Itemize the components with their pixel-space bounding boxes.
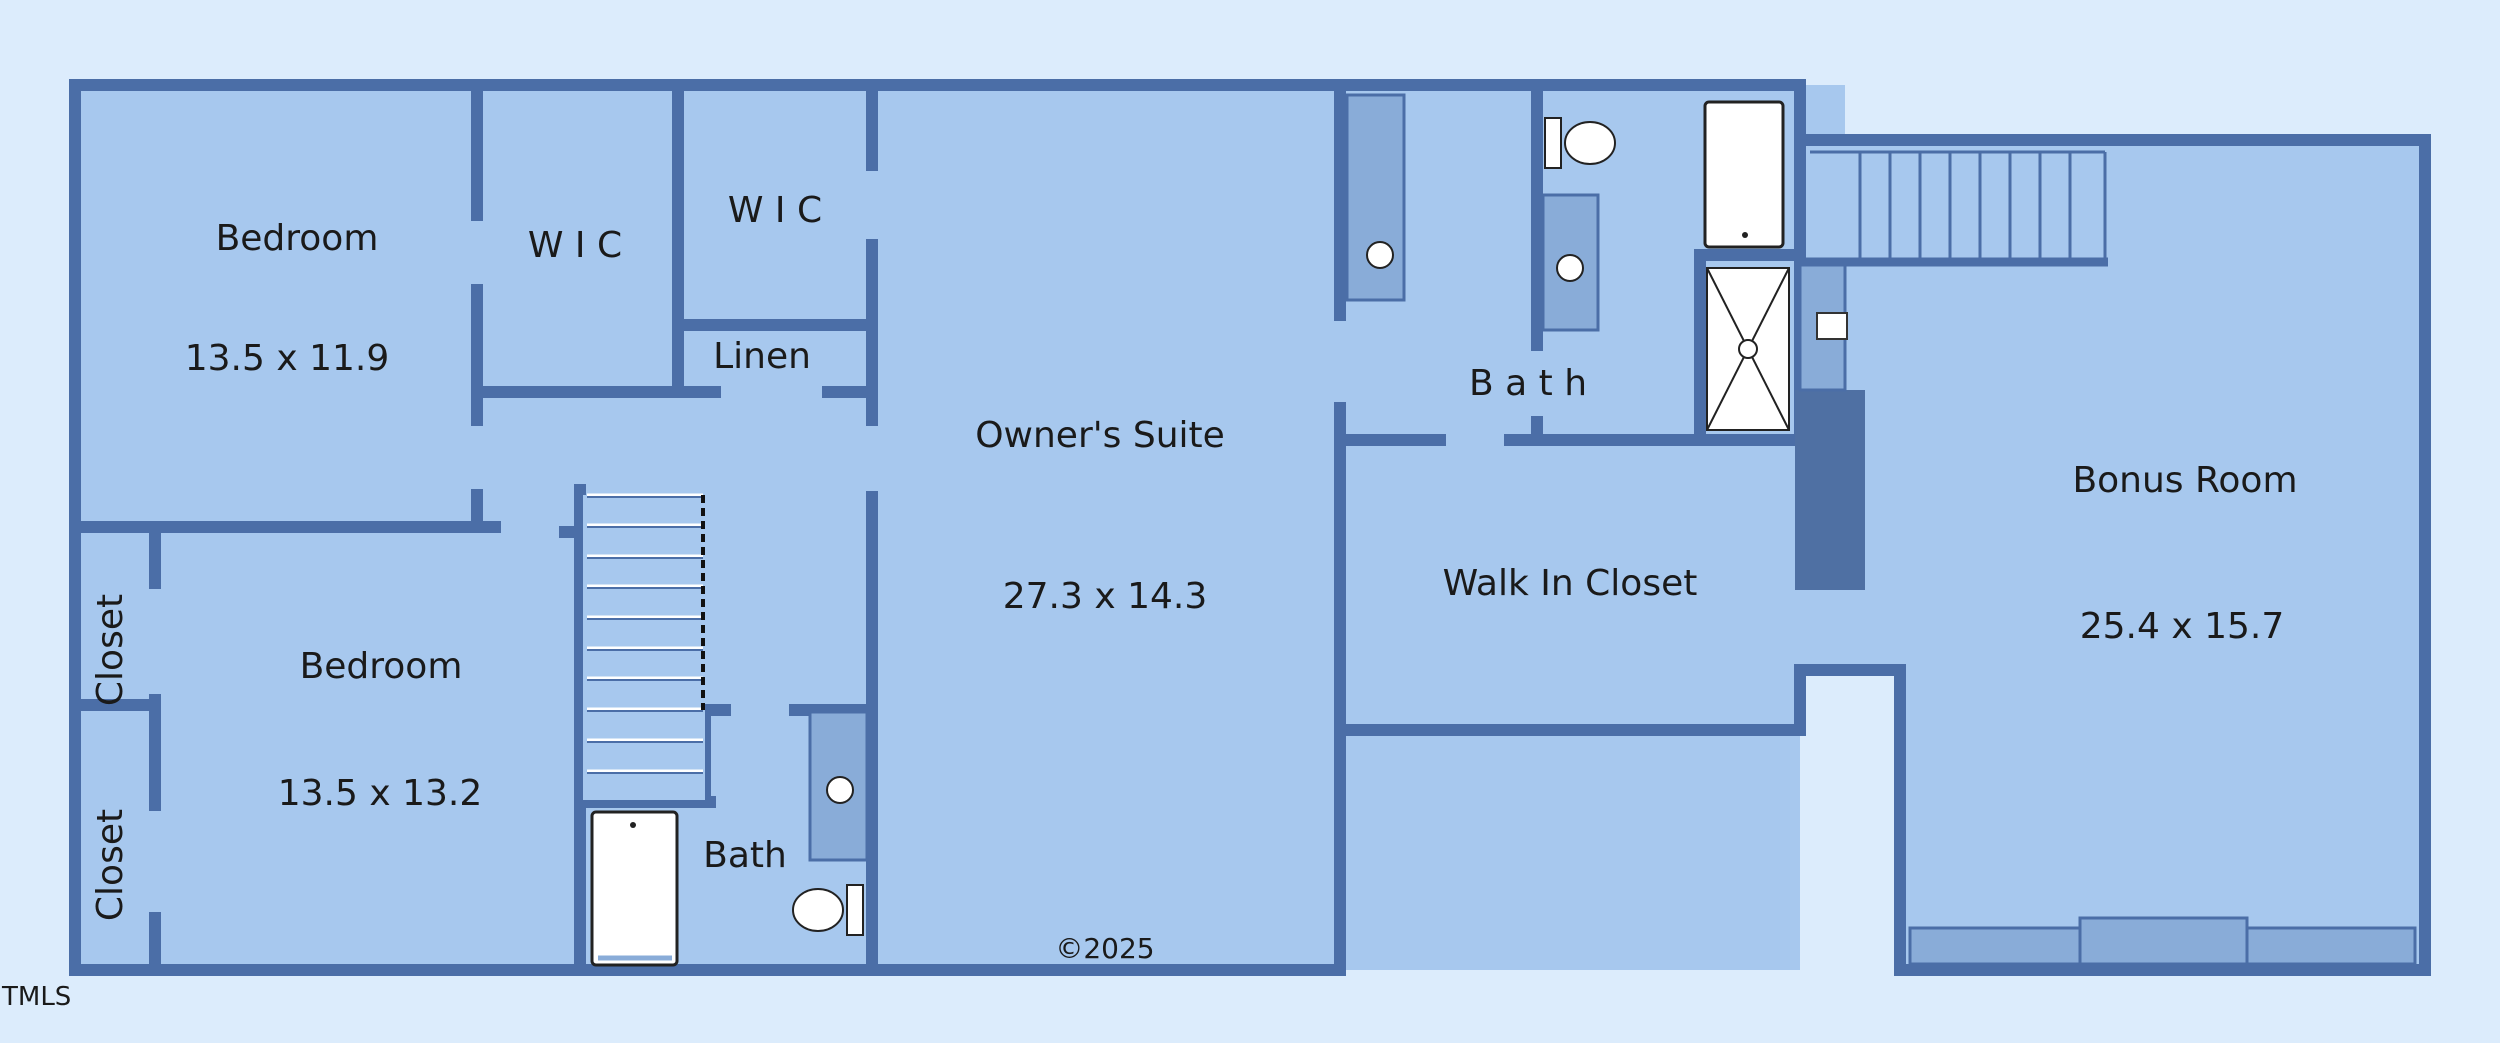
bonus-room-size: 25.4 x 15.7 — [2080, 606, 2285, 647]
owner-bath-label: B a t h — [1469, 363, 1587, 404]
bedroom-top-size: 13.5 x 11.9 — [185, 338, 390, 379]
toilet-icon — [1544, 117, 1616, 169]
owner-bath-fixtures — [1345, 93, 1790, 431]
bedroom-top-name: Bedroom — [216, 218, 379, 259]
closet-lower-label: Closet — [90, 809, 131, 921]
bonus-room-name: Bonus Room — [2072, 460, 2297, 501]
closet-upper-label: Closet — [90, 594, 131, 706]
wic-left-label: W I C — [528, 225, 622, 266]
room-labels: Bedroom 13.5 x 11.9 W I C W I C Linen Ow… — [90, 190, 2298, 965]
sink-icon — [826, 776, 854, 804]
hall-bath-fixtures — [590, 710, 869, 967]
niche-box-icon — [1816, 312, 1848, 340]
watermark: TMLS — [1, 982, 71, 1012]
wic-right-label: W I C — [728, 190, 822, 231]
bonus-room-window-bench — [1908, 916, 2417, 966]
bathtub-icon — [1703, 100, 1785, 249]
vanity-left — [1345, 93, 1406, 302]
sink-icon — [1556, 254, 1584, 282]
owners-suite-size: 27.3 x 14.3 — [1003, 576, 1208, 617]
bedroom-bottom-size: 13.5 x 13.2 — [278, 773, 483, 814]
staircase-main — [583, 493, 705, 800]
toilet-icon — [792, 884, 864, 936]
hall-bath-label: Bath — [703, 835, 787, 876]
linen-label: Linen — [713, 336, 811, 377]
bathtub-icon — [590, 810, 679, 967]
owners-suite-name: Owner's Suite — [975, 415, 1225, 456]
bedroom-bottom-name: Bedroom — [300, 646, 463, 687]
sink-icon — [1366, 241, 1394, 269]
copyright-text: ©2025 — [1055, 932, 1154, 965]
chimney-block — [1795, 390, 1865, 590]
walls — [69, 79, 2431, 976]
walk-in-closet-label: Walk In Closet — [1443, 563, 1698, 604]
staircase-bonus — [1800, 150, 2108, 267]
shower-icon — [1706, 267, 1790, 431]
